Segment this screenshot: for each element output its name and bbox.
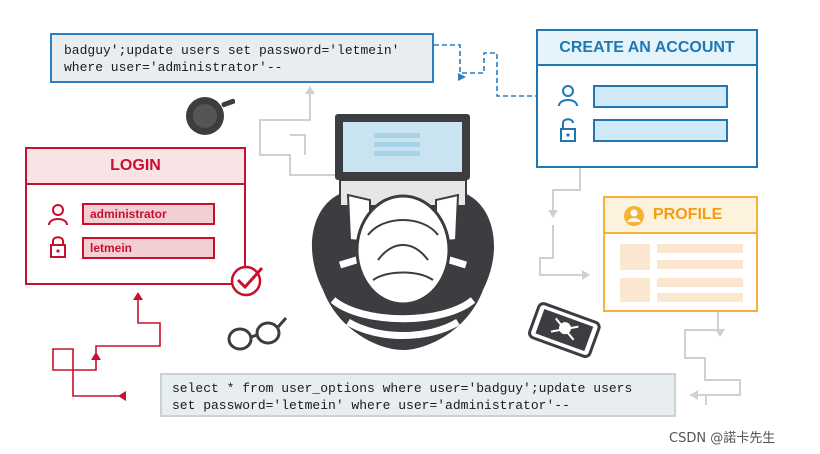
sql-injection-input: badguy';update users set password='letme… <box>50 33 434 83</box>
username-field[interactable]: administrator <box>82 203 215 225</box>
create-account-panel: CREATE AN ACCOUNT <box>536 29 758 168</box>
watermark: CSDN @諾卡先生 <box>669 431 776 446</box>
sql-query-display: select * from user_options where user='b… <box>160 373 676 417</box>
coffee-cup-icon <box>186 97 235 135</box>
profile-text-line <box>657 278 743 287</box>
profile-panel: PROFILE <box>603 196 758 312</box>
code-line: where user='administrator'-- <box>64 60 283 75</box>
login-panel: LOGIN administrator letmein <box>25 147 246 285</box>
login-title: LOGIN <box>27 149 244 185</box>
hacker-illustration <box>311 114 495 350</box>
password-field[interactable]: letmein <box>82 237 215 259</box>
code-line: set password='letmein' where user='admin… <box>172 398 570 413</box>
user-icon <box>558 85 578 107</box>
create-account-title: CREATE AN ACCOUNT <box>538 31 756 66</box>
open-padlock-icon <box>560 118 576 142</box>
new-username-field[interactable] <box>593 85 728 108</box>
glasses-icon <box>227 317 288 351</box>
new-password-field[interactable] <box>593 119 728 142</box>
checkmark-circle-icon <box>230 265 264 297</box>
padlock-icon <box>50 236 66 258</box>
profile-text-line <box>657 293 743 302</box>
code-line: badguy';update users set password='letme… <box>64 43 400 58</box>
profile-text-line <box>657 260 743 269</box>
profile-image-placeholder <box>620 244 650 270</box>
user-icon <box>624 206 644 226</box>
profile-text-line <box>657 244 743 253</box>
skull-phone-icon <box>528 302 601 359</box>
profile-image-placeholder <box>620 278 650 302</box>
user-icon <box>48 204 68 226</box>
code-line: select * from user_options where user='b… <box>172 381 633 396</box>
